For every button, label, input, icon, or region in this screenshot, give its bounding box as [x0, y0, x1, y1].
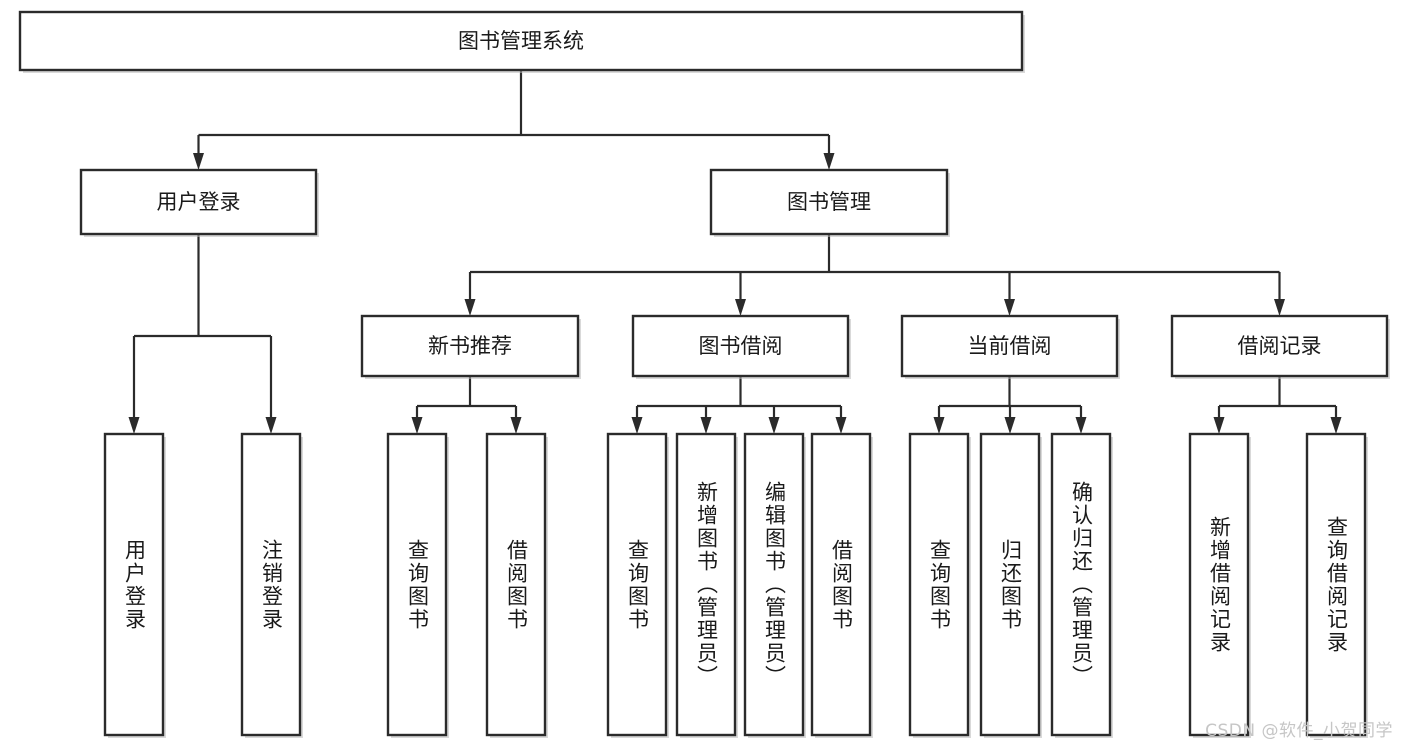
node-box[interactable]: [1170, 314, 1389, 378]
node-leaf-nb-query[interactable]: [386, 432, 449, 738]
node-label: 图书管理: [787, 190, 871, 214]
node-leaf-cb-query[interactable]: [908, 432, 971, 738]
edge-root-bus: [193, 70, 835, 170]
node-box[interactable]: [386, 432, 448, 737]
node-leaf-bb-add[interactable]: [675, 432, 738, 738]
node-box[interactable]: [1188, 432, 1250, 737]
edge-book-manage-bus: [464, 234, 1285, 316]
node-box[interactable]: [79, 168, 318, 236]
node-l3-new-book[interactable]: 新书推荐: [360, 314, 581, 379]
edge-borrow-bus: [631, 376, 847, 434]
node-label: 当前借阅: [968, 334, 1052, 358]
node-l3-current[interactable]: 当前借阅: [900, 314, 1120, 379]
node-label: 新书推荐: [428, 334, 512, 358]
node-box[interactable]: [18, 10, 1024, 72]
node-box[interactable]: [103, 432, 165, 737]
node-leaf-bb-query[interactable]: [606, 432, 669, 738]
node-label: 图书借阅: [699, 334, 783, 358]
node-label: 借阅记录: [1238, 334, 1322, 358]
node-box[interactable]: [485, 432, 547, 737]
edge-records-bus: [1213, 376, 1342, 434]
node-box[interactable]: [908, 432, 970, 737]
node-box[interactable]: [631, 314, 850, 378]
node-l3-borrow[interactable]: 图书借阅: [631, 314, 851, 379]
node-box[interactable]: [979, 432, 1041, 737]
node-l2-user-login[interactable]: 用户登录: [79, 168, 319, 237]
node-box[interactable]: [606, 432, 668, 737]
node-leaf-bb-edit[interactable]: [743, 432, 806, 738]
node-l2-book-manage[interactable]: 图书管理: [709, 168, 950, 237]
node-label: 用户登录: [157, 190, 241, 214]
node-box[interactable]: [709, 168, 949, 236]
node-leaf-rc-query[interactable]: [1305, 432, 1368, 738]
node-leaf-rc-add[interactable]: [1188, 432, 1251, 738]
node-leaf-user-logout[interactable]: [240, 432, 303, 738]
node-leaf-user-login[interactable]: [103, 432, 166, 738]
node-box[interactable]: [900, 314, 1119, 378]
node-label: 图书管理系统: [458, 29, 584, 53]
watermark: CSDN @软件_小贺同学: [1205, 721, 1393, 741]
edges-layer: [128, 70, 1342, 434]
edge-new-book-bus: [411, 376, 522, 434]
edge-current-bus: [933, 376, 1087, 434]
node-leaf-nb-borrow[interactable]: [485, 432, 548, 738]
node-box[interactable]: [1305, 432, 1367, 737]
node-box[interactable]: [810, 432, 872, 737]
node-leaf-bb-borrow[interactable]: [810, 432, 873, 738]
node-l3-records[interactable]: 借阅记录: [1170, 314, 1390, 379]
node-box[interactable]: [240, 432, 302, 737]
node-root[interactable]: 图书管理系统: [18, 10, 1025, 73]
node-leaf-cb-return[interactable]: [979, 432, 1042, 738]
node-box[interactable]: [1050, 432, 1112, 737]
node-box[interactable]: [675, 432, 737, 737]
edge-user-login-bus: [128, 234, 277, 434]
node-box[interactable]: [360, 314, 580, 378]
node-leaf-cb-confirm[interactable]: [1050, 432, 1113, 738]
node-box[interactable]: [743, 432, 805, 737]
